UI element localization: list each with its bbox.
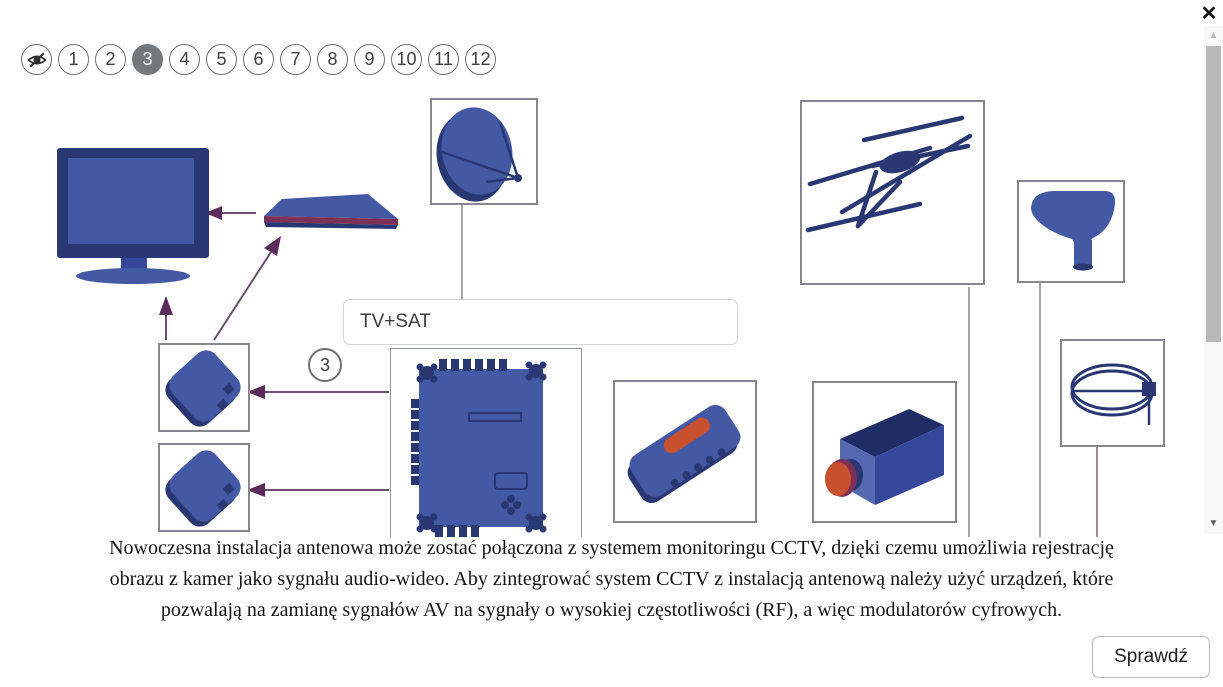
description-text: Nowoczesna instalacja antenowa może zost… (0, 533, 1223, 626)
yagi-antenna-box (800, 100, 985, 285)
tv-graphic (57, 148, 209, 284)
cctv-camera-box (812, 381, 957, 523)
pager-item-4[interactable]: 4 (169, 44, 200, 75)
diagram-canvas: 3 (57, 98, 1165, 537)
horn-antenna-icon (1031, 191, 1116, 271)
flat-panel-graphic (264, 194, 398, 229)
yagi-antenna-icon (805, 115, 973, 233)
set-top-box-2 (158, 443, 250, 532)
description-line: Nowoczesna instalacja antenowa może zost… (109, 537, 1114, 559)
modulator-icon (627, 404, 741, 504)
step-badge: 3 (308, 348, 342, 382)
hide-answers-button[interactable] (21, 44, 52, 75)
pager-item-12[interactable]: 12 (465, 44, 496, 75)
description-line: obrazu z kamer jako sygnału audio-wideo.… (109, 568, 1114, 590)
answer-input[interactable] (343, 299, 738, 345)
loop-antenna-box (1060, 339, 1165, 447)
pager-item-9[interactable]: 9 (354, 44, 385, 75)
pager-item-6[interactable]: 6 (243, 44, 274, 75)
check-button[interactable]: Sprawdź (1092, 636, 1210, 678)
set-top-box-1 (158, 343, 250, 432)
pager-item-10[interactable]: 10 (391, 44, 422, 75)
scrollbar[interactable]: ▲ ▼ (1204, 26, 1223, 534)
pager-item-11[interactable]: 11 (428, 44, 459, 75)
close-icon[interactable]: ✕ (1200, 3, 1218, 25)
modulator-box (613, 380, 757, 523)
cctv-camera-icon (825, 409, 944, 505)
eye-off-icon (26, 52, 47, 67)
scroll-up-icon[interactable]: ▲ (1208, 30, 1219, 41)
scroll-down-icon[interactable]: ▼ (1208, 518, 1219, 529)
description-line: pozwalają na zamianę sygnałów AV na sygn… (160, 599, 1063, 621)
set-top-box-icon (165, 350, 241, 427)
pager-item-7[interactable]: 7 (280, 44, 311, 75)
scrollbar-thumb[interactable] (1206, 46, 1221, 342)
satellite-dish-icon (436, 107, 522, 202)
pager-item-8[interactable]: 8 (317, 44, 348, 75)
set-top-box-icon (165, 450, 241, 527)
satellite-dish-box (430, 98, 538, 205)
multiswitch-box (390, 348, 582, 537)
loop-antenna-icon (1070, 363, 1156, 425)
horn-antenna-box (1017, 180, 1125, 283)
question-pager: 1 2 3 4 5 6 7 8 9 10 11 12 (21, 44, 496, 75)
pager-item-5[interactable]: 5 (206, 44, 237, 75)
pager-item-3[interactable]: 3 (132, 44, 163, 75)
pager-item-1[interactable]: 1 (58, 44, 89, 75)
multiswitch-icon (411, 359, 547, 537)
pager-item-2[interactable]: 2 (95, 44, 126, 75)
